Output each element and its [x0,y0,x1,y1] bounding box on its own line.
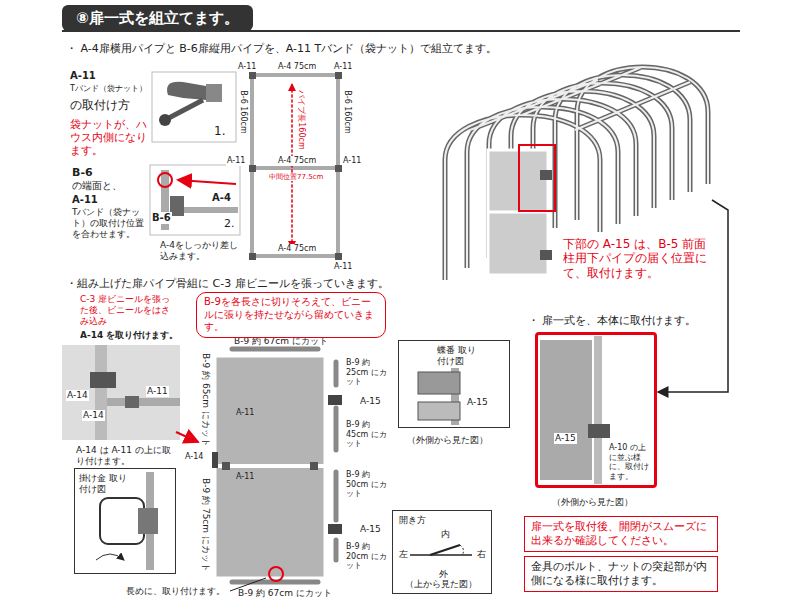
annotation: A-11 [334,62,352,72]
annotation: 1. [214,124,225,138]
node-text: 開き方 [399,515,426,526]
annotation: ・ 扉一式を、本体に取付けます。 [528,314,697,327]
annotation: A-14 [66,390,89,401]
annotation: B-6 160cm [238,90,248,133]
node-text: 外 [439,569,448,580]
node-text: （外側から見た図） [552,497,633,508]
annotation: A-4 [212,192,231,204]
annotation: A-14 を取り付けます。 [80,330,178,341]
annotation: ・組み上げた扉パイプ骨組に C-3 扉ビニールを張っていきます。 [66,277,389,290]
door-attach-figure-box: A-15A-10 の上に並ぶ様に、取付けます。（外側から見た図） [535,332,657,488]
annotation: A-11 [236,472,254,482]
annotation: A-11 [236,408,254,418]
annotation: A-4 75cm [277,244,317,254]
hinge-figure-box: 蝶番 取り付け図A-15（外側から見た図） [398,340,510,428]
annotation: A-15 [360,524,381,535]
annotation: 2. [224,217,235,230]
node-text: A-15 [467,397,488,408]
node-text: 蝶番 取り付け図 [437,345,481,367]
node-text: 扉一式を取付後、開閉がスムーズに出来るか確認してください。 [531,520,711,548]
annotation: の取付け方 [70,98,130,112]
opening-direction-box: 開き方内左 右外（上から見た図） [392,510,492,594]
node-text: B-9を各長さに切りそろえて、ビニールに張りを持たせながら留めていきます。 [204,296,378,334]
annotation: B-9 約 67cm にカット [238,588,332,599]
annotation: A-14 [82,410,105,421]
annotation: B-9 約 50cm にカット [346,470,390,499]
node-text: 右 [477,549,486,560]
annotation: B-9 約 20cm にカット [346,542,390,571]
section-title: ⑧扉一式を組立てます。 [62,5,253,31]
annotation: A-15 [360,396,381,407]
annotation: A-11 [342,156,362,166]
node-text: 金具のボルト、ナットの突起部が内側になる様に取付けます。 [531,560,711,588]
annotation: B-9 約 45cm にカット [346,420,390,449]
annotation: C-3 扉ビニールを張った後、ビニールをはさみ込み [80,294,176,326]
annotation: ・ A-4扉横用パイプと B-6扉縦用パイプを、A-11 Tバンド（袋ナット）で… [66,42,497,55]
note-bubble: B-9を各長さに切りそろえて、ビニールに張りを持たせながら留めていきます。 [196,292,386,338]
annotation: 中間位置77.5cm [268,173,324,181]
annotation: B-9 約 75cm にカット [201,478,212,572]
annotation: B-9 約 67cm にカット [234,336,328,347]
annotation: A-11 [72,194,98,206]
node-text: （上から見た図） [405,579,477,590]
annotation: A-11 [70,70,96,82]
annotation: A-4をしっかり差し込みます。 [160,240,246,262]
node-text: A-10 の上に並ぶ様に、取付けます。 [609,443,653,481]
node-text: 掛け金 取り付け図 [79,473,129,495]
annotation: A-11 [146,386,169,397]
node-text: 内 [441,529,450,540]
annotation: A-14 は A-11 の上に取り付けます。 [76,445,176,467]
node-text: （外側から見た図） [407,435,488,446]
annotation: B-6 160cm [342,90,352,133]
annotation: A-11 [226,156,246,166]
annotation: 下部の A-15 は、B-5 前面柱用下パイプの届く位置にて、取付けます。 [563,237,718,280]
node-text: A-15 [554,433,577,444]
annotation: A-11 [334,262,352,272]
annotation: A-11 [238,62,256,72]
annotation: A-4 75cm [277,156,317,166]
bolt-note-box: 金具のボルト、ナットの突起部が内側になる様に取付けます。 [524,556,718,592]
annotation: Tバンド（袋ナット）の取付け位置を合わせます。 [72,207,148,239]
check-note-box: 扉一式を取付後、開閉がスムーズに出来るか確認してください。 [524,516,718,552]
annotation: A-14 [184,452,204,462]
annotation: Tバンド（袋ナット） [70,84,147,94]
node-text: 左 [399,549,408,560]
annotation: 長めに、取り付けます。 [126,586,225,597]
annotation: B-9 約 65cm にカット [201,353,212,447]
annotation: B-9 約 25cm にカット [346,358,390,387]
annotation: B-6 [72,166,93,179]
annotation: パイプ長160cm [296,90,306,149]
annotation: A-4 75cm [277,62,317,72]
annotation: の端面と、 [72,180,122,192]
annotation: 袋ナットが、ハウス内側になります。 [70,118,148,158]
annotation: B-6 [151,212,172,224]
latch-figure-box: 掛け金 取り付け図 [74,468,176,574]
